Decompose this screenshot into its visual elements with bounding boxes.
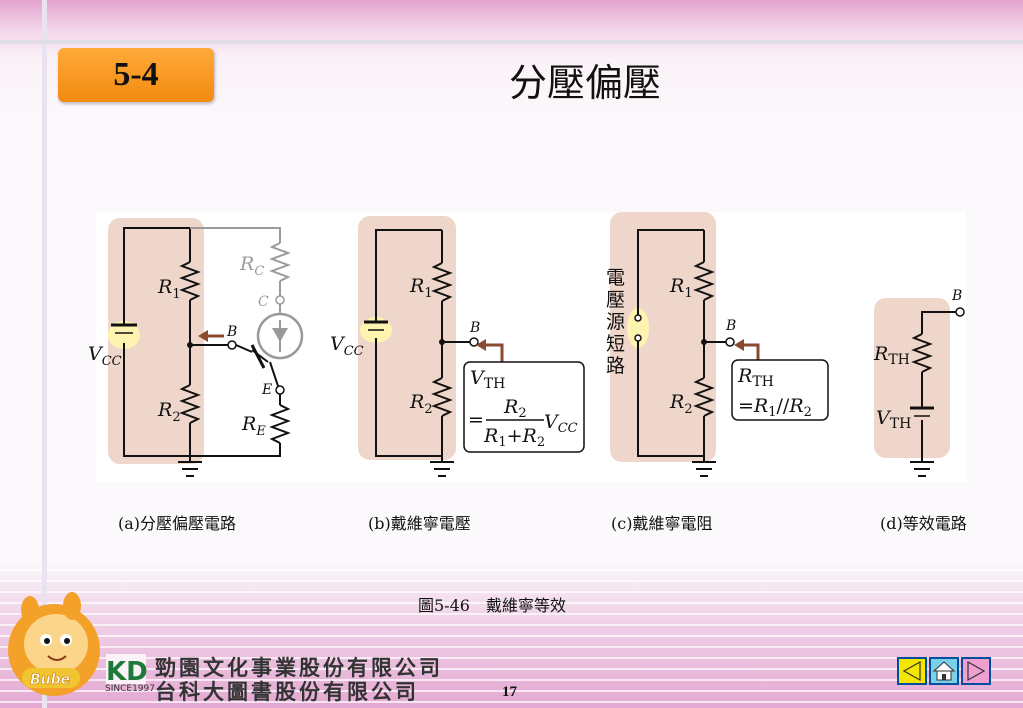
eq-vcc: VCC — [544, 411, 578, 436]
eq-sign-b: = — [468, 409, 484, 431]
circuit-c: 電 壓 源 短 路 R1 R2 B RTH =R1//R2 — [606, 212, 829, 477]
eq-denominator: R1+R2 — [483, 425, 545, 450]
node-b-c: B — [725, 318, 736, 334]
section-badge: 5-4 — [58, 48, 214, 102]
decor-vertical-line — [42, 0, 47, 708]
node-b-a: B — [226, 324, 237, 340]
svg-text:壓: 壓 — [606, 289, 625, 311]
since-year: SINCE1997 — [105, 684, 155, 694]
svg-text:源: 源 — [606, 311, 625, 333]
node-b-d: B — [951, 288, 962, 304]
circuit-d: B RTH VTH — [873, 288, 965, 477]
node-b-b: B — [469, 320, 480, 336]
label-b: (b)戴維寧電壓 — [368, 514, 471, 533]
nav-next-button[interactable] — [962, 658, 990, 684]
label-r2-a: R2 — [157, 399, 181, 425]
label-r2-b: R2 — [409, 391, 433, 417]
label-vth-d: VTH — [876, 407, 911, 432]
label-a: (a)分壓偏壓電路 — [118, 514, 237, 533]
label-rth-d: RTH — [873, 343, 910, 368]
svg-text:電: 電 — [606, 267, 625, 289]
svg-text:短: 短 — [606, 333, 625, 355]
label-source-short: 電 壓 源 短 路 — [606, 267, 625, 377]
figure-caption: 圖5-46 戴維寧等效 — [418, 596, 566, 615]
eq-rth-c: =R1//R2 — [738, 395, 812, 420]
label-vth-b: VTH — [470, 367, 505, 392]
label-rc-a: RC — [239, 253, 264, 279]
node-e-a: E — [261, 382, 272, 398]
nav-prev-icon — [897, 657, 927, 685]
company-name-1: 勁園文化事業股份有限公司 — [155, 656, 443, 680]
page-title: 分壓偏壓 — [508, 61, 661, 105]
svg-text:KD: KD — [106, 657, 148, 687]
label-re-a: RE — [241, 413, 266, 439]
label-vcc-a: VCC — [88, 343, 122, 369]
company-name-2: 台科大圖書股份有限公司 — [155, 680, 419, 704]
nav-home-icon — [929, 657, 959, 685]
decor-horizontal-line — [0, 40, 1023, 44]
label-rth-c: RTH — [737, 365, 774, 390]
label-c: (c)戴維寧電阻 — [611, 514, 713, 533]
node-c-a: C — [258, 294, 269, 310]
nav-home-button[interactable] — [930, 658, 958, 684]
circuit-b: R1 R2 VCC B VTH = R2 R1+R2 VCC — [330, 216, 585, 477]
footer-band — [0, 560, 1023, 708]
eq-numerator: R2 — [503, 396, 527, 421]
label-r2-c: R2 — [669, 391, 693, 417]
mascot-icon: Bube — [8, 592, 100, 696]
label-vcc-b: VCC — [330, 333, 364, 359]
svg-text:路: 路 — [606, 355, 625, 377]
label-r1-c: R1 — [669, 275, 693, 301]
label-r1-b: R1 — [409, 275, 433, 301]
circuit-a: R1 R2 VCC RC RE B C E — [88, 218, 304, 477]
svg-text:Bube: Bube — [30, 672, 70, 688]
nav-next-icon — [961, 657, 991, 685]
nav-prev-button[interactable] — [898, 658, 926, 684]
page-number: 17 — [502, 684, 517, 700]
publisher-logo-icon: KD — [106, 654, 148, 687]
label-r1-a: R1 — [157, 276, 181, 302]
label-d: (d)等效電路 — [880, 514, 967, 533]
